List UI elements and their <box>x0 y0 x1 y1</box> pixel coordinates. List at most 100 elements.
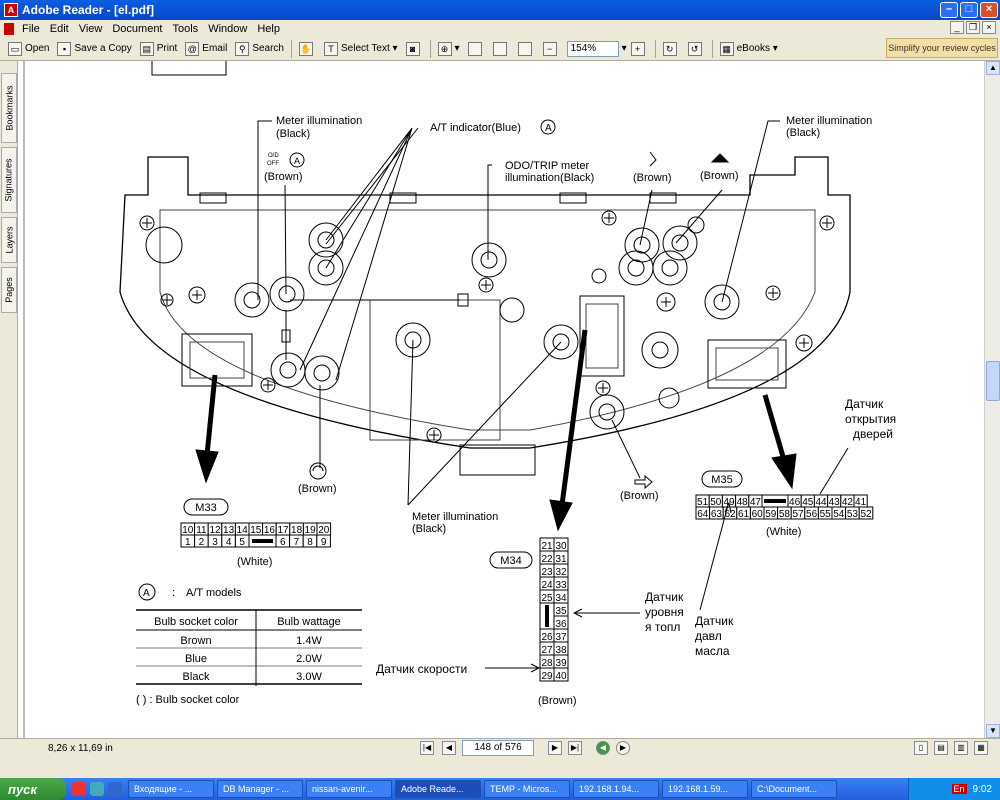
menu-edit[interactable]: Edit <box>49 22 69 35</box>
task-adobe-reader[interactable]: Adobe Reade... <box>395 780 481 798</box>
socket-color-label: (Brown) <box>298 483 337 495</box>
menu-window[interactable]: Window <box>208 22 248 35</box>
menu-document[interactable]: Document <box>112 22 163 35</box>
browser-icon[interactable] <box>90 782 104 796</box>
zoom-out-button[interactable]: − <box>539 39 564 59</box>
task-remote-94[interactable]: 192.168.1.94... <box>573 780 659 798</box>
m34-pin-number: 21 <box>541 541 553 552</box>
language-indicator[interactable]: En <box>951 784 967 794</box>
m34-pin <box>539 667 555 682</box>
search-button[interactable]: ⚲Search <box>231 39 288 59</box>
doc-close-button[interactable]: × <box>982 21 996 34</box>
maximize-button[interactable]: □ <box>960 2 978 18</box>
previous-page-button[interactable]: ◀ <box>442 741 456 755</box>
desktop-icon[interactable] <box>108 782 122 796</box>
go-back-button[interactable]: ◀ <box>596 741 610 755</box>
rotate-button[interactable]: ↻ <box>659 39 684 59</box>
continuous-facing-view-button[interactable]: ▦ <box>974 741 988 755</box>
ebooks-button[interactable]: ▦eBooks ▾ <box>716 39 782 59</box>
go-forward-button[interactable]: ▶ <box>616 741 630 755</box>
open-button[interactable]: ▭Open <box>4 39 53 59</box>
m33-pin-number: 11 <box>196 525 207 536</box>
next-page-button[interactable]: ▶ <box>548 741 562 755</box>
m34-pin-number: 22 <box>541 554 553 565</box>
camera-icon: ◙ <box>405 41 420 56</box>
task-documents[interactable]: C:\Document... <box>751 780 837 798</box>
m35-pin-number: 41 <box>855 497 867 508</box>
page-top-tab <box>151 61 227 76</box>
m35-pin-number: 44 <box>815 497 827 508</box>
minimize-button[interactable]: – <box>940 2 958 18</box>
od-off-symbol: O/D <box>268 153 279 159</box>
vertical-scrollbar[interactable]: ▲ ▼ <box>984 61 1000 738</box>
zoom-tool-button[interactable]: ⊕▾ <box>434 39 464 59</box>
page-number-field[interactable]: 148 of 576 <box>462 740 534 756</box>
opera-icon[interactable] <box>72 782 86 796</box>
brake-symbol <box>312 465 324 472</box>
close-button[interactable]: × <box>980 2 998 18</box>
continuous-view-button[interactable]: ▤ <box>934 741 948 755</box>
menu-file[interactable]: File <box>22 22 40 35</box>
doc-minimize-button[interactable]: _ <box>950 21 964 34</box>
start-button[interactable]: пуск <box>0 778 66 800</box>
facing-view-button[interactable]: ▥ <box>954 741 968 755</box>
tab-pages[interactable]: Pages <box>1 267 17 313</box>
task-remote-59[interactable]: 192.168.1.59... <box>662 780 748 798</box>
m34-key <box>545 605 549 627</box>
meter-illumination-label: Meter illumination <box>786 115 872 127</box>
task-nissan[interactable]: nissan-avenir... <box>306 780 392 798</box>
actual-size-button[interactable] <box>464 39 489 59</box>
fuel-sensor-annotation: я топл <box>645 620 680 634</box>
task-inbox[interactable]: Входящие - ... <box>128 780 214 798</box>
zoom-level-field[interactable]: 154% <box>566 40 619 57</box>
menu-tools[interactable]: Tools <box>172 22 199 35</box>
first-page-button[interactable]: |◀ <box>420 741 434 755</box>
m34-pin-number: 26 <box>541 632 553 643</box>
tab-signatures[interactable]: Signatures <box>1 147 17 213</box>
m34-pin-number: 23 <box>541 567 553 578</box>
meter-illumination-label: Meter illumination <box>412 511 498 523</box>
at-model-marker: A <box>294 156 300 166</box>
m35-pin-number: 55 <box>820 509 832 520</box>
m33-pin-number: 5 <box>239 537 245 548</box>
last-page-button[interactable]: ▶| <box>568 741 582 755</box>
hand-tool-button[interactable]: ✋ <box>295 39 320 59</box>
document-viewer[interactable]: Meter illumination(Black)A/T indicator(B… <box>18 61 984 738</box>
rotate-ccw-button[interactable]: ↺ <box>684 39 709 59</box>
scroll-thumb[interactable] <box>986 361 1000 401</box>
m33-color: (White) <box>237 556 272 568</box>
leader-lines <box>257 120 780 506</box>
legend-socket-color: Black <box>183 671 210 683</box>
save-copy-button[interactable]: ▪Save a Copy <box>53 39 135 59</box>
tab-layers[interactable]: Layers <box>1 217 17 263</box>
scroll-down-icon[interactable]: ▼ <box>986 724 1000 738</box>
document-window-controls: _ ❐ × <box>950 21 996 34</box>
promo-banner[interactable]: Simplify your review cycles <box>886 38 998 58</box>
m34-pin-number: 34 <box>555 593 567 604</box>
doc-restore-button[interactable]: ❐ <box>966 21 980 34</box>
tab-bookmarks[interactable]: Bookmarks <box>1 73 17 143</box>
single-page-view-button[interactable]: ▯ <box>914 741 928 755</box>
hazard-symbol <box>710 153 730 163</box>
scroll-up-icon[interactable]: ▲ <box>986 61 1000 75</box>
housing-tab <box>199 192 227 204</box>
text-cursor-icon: T <box>324 41 338 56</box>
task-temp[interactable]: TEMP - Micros... <box>484 780 570 798</box>
zoom-dropdown-icon[interactable]: ▾ <box>621 43 627 54</box>
snapshot-button[interactable]: ◙ <box>402 39 427 59</box>
email-button[interactable]: @Email <box>181 39 231 59</box>
task-db-manager[interactable]: DB Manager - ... <box>217 780 303 798</box>
zoom-in-button[interactable]: + <box>627 39 652 59</box>
print-button[interactable]: ▤Print <box>136 39 182 59</box>
toolbar-separator <box>291 39 292 58</box>
m33-pin-number: 17 <box>277 525 289 536</box>
meter-illumination-color: (Black) <box>786 127 820 139</box>
menu-help[interactable]: Help <box>257 22 280 35</box>
fit-width-button[interactable] <box>514 39 539 59</box>
fit-page-button[interactable] <box>489 39 514 59</box>
menu-view[interactable]: View <box>78 22 103 35</box>
legend-header-color: Bulb socket color <box>154 616 238 628</box>
m34-pin-number: 27 <box>541 645 553 656</box>
